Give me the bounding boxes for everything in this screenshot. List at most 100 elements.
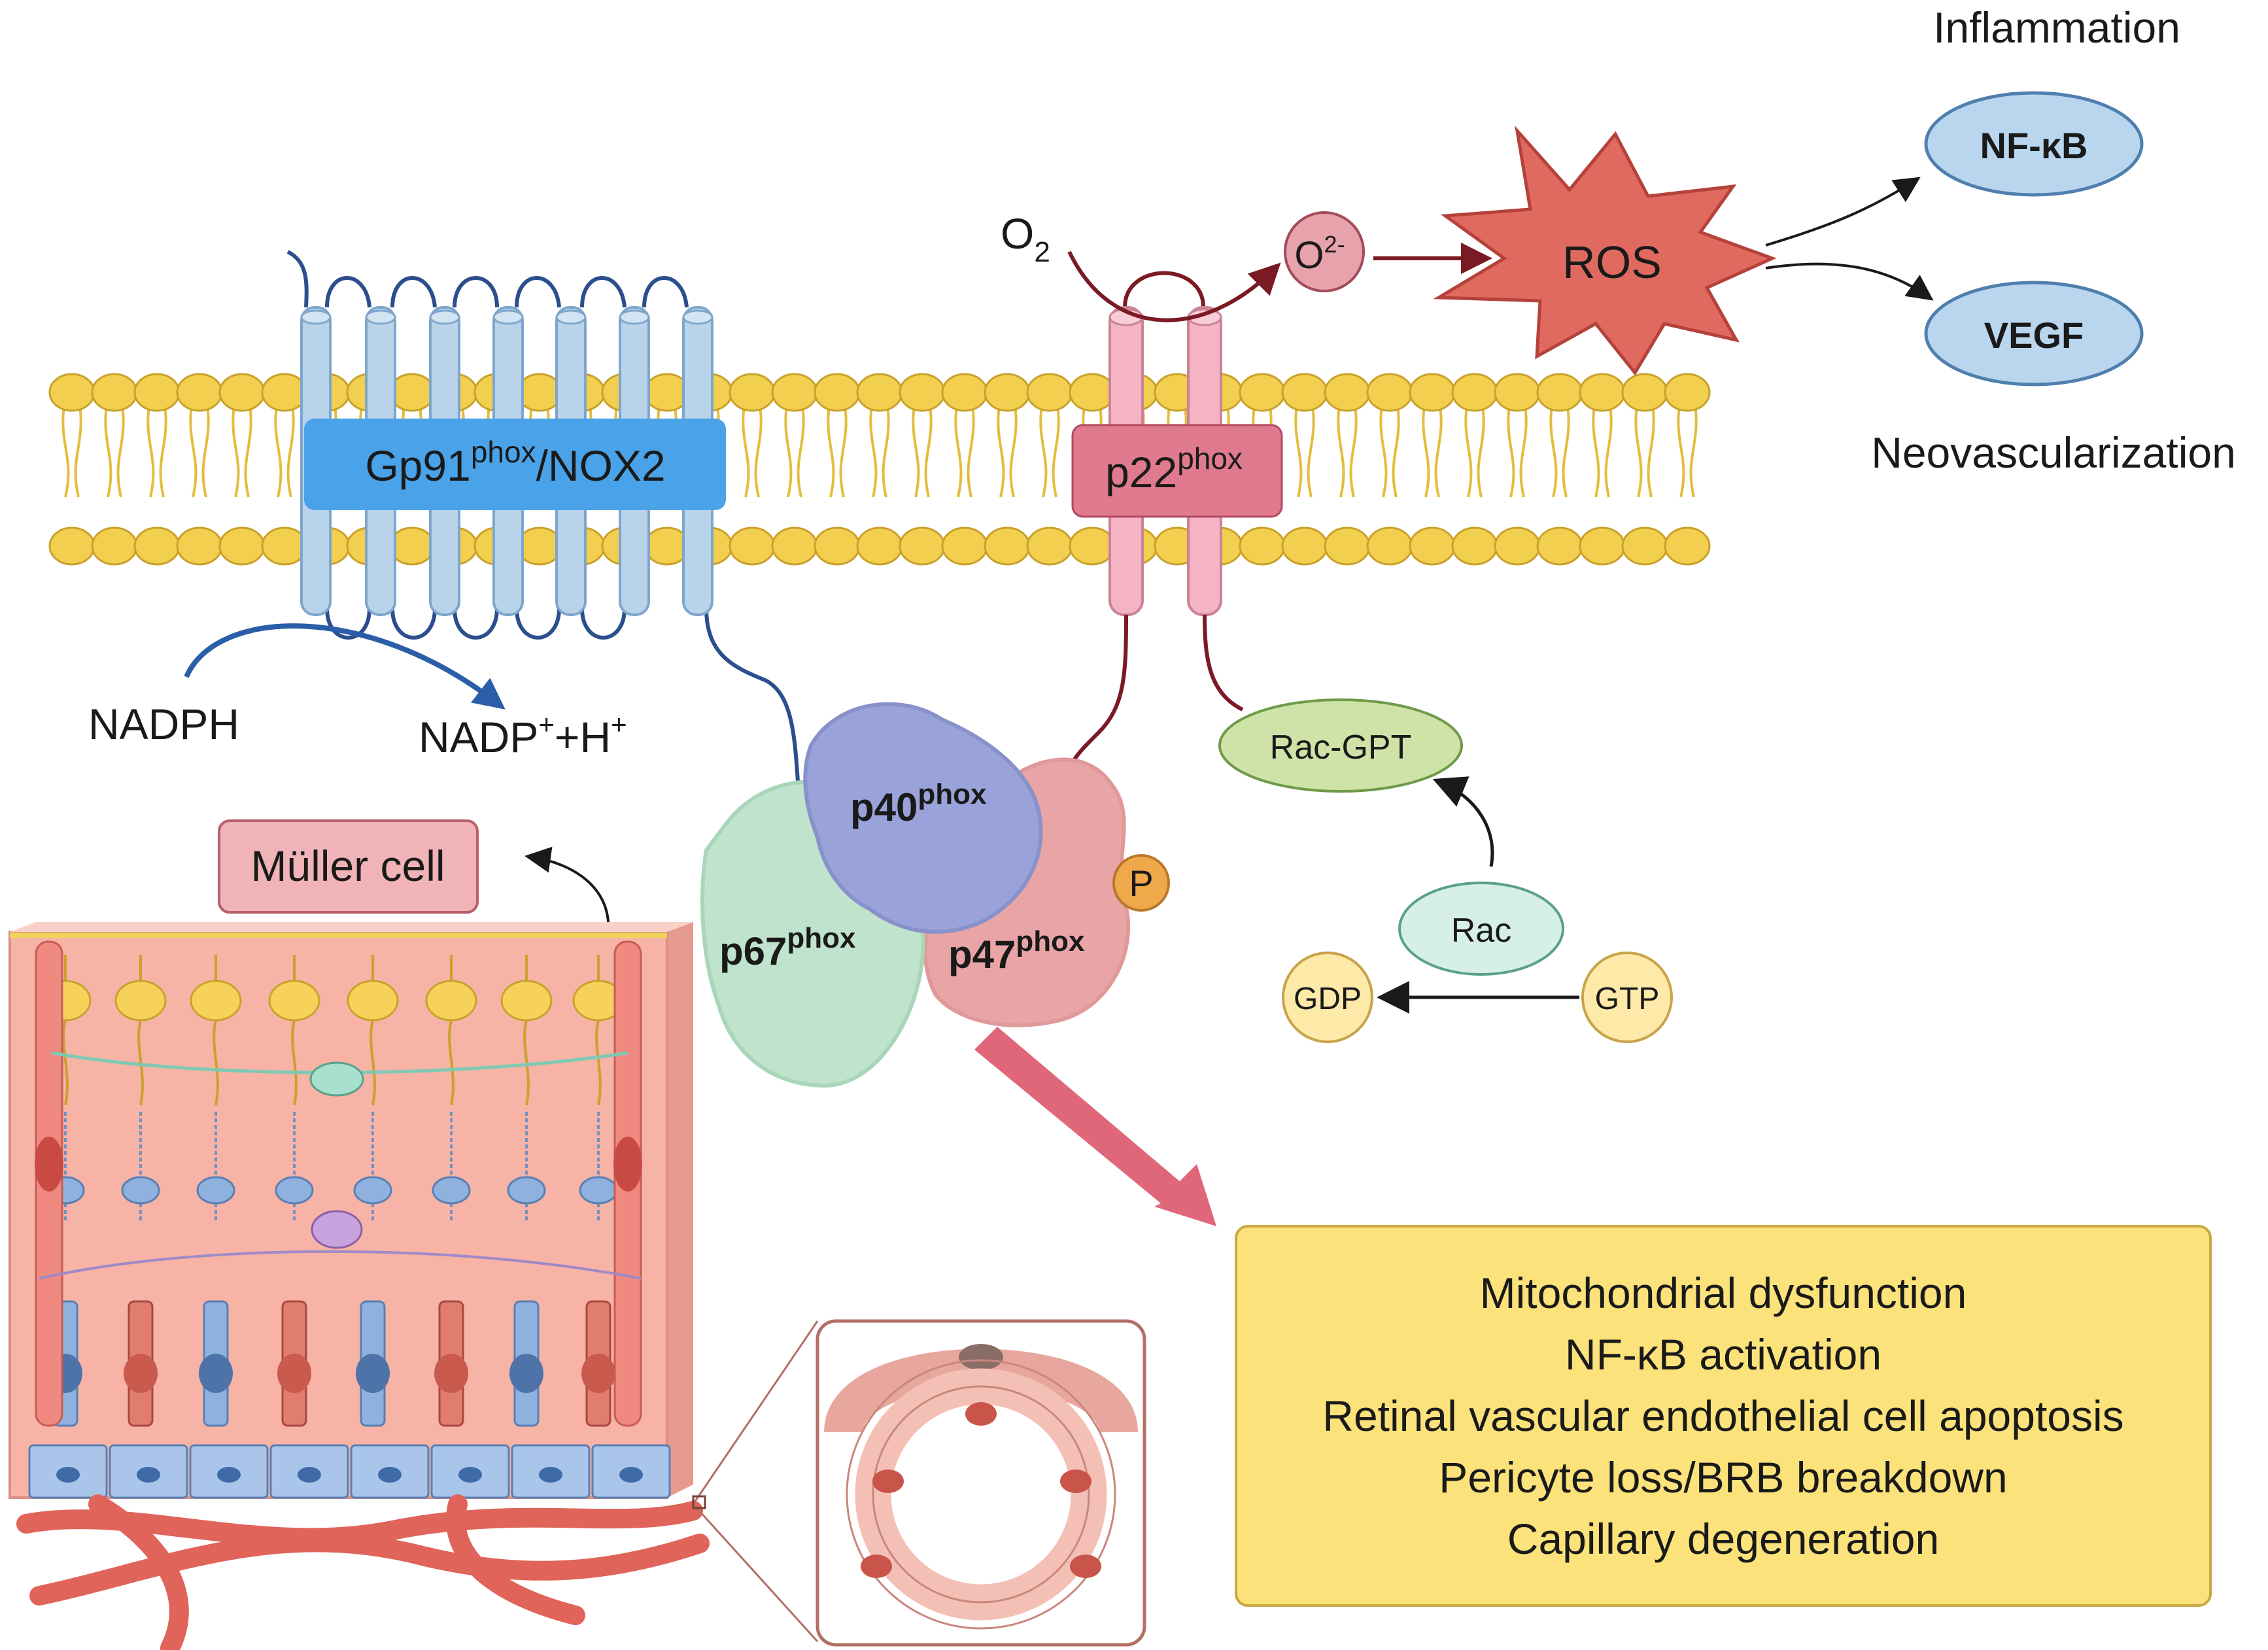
ganglion-cell [347,980,399,1022]
lipid-head [1536,526,1583,566]
outcome-item: Retinal vascular endothelial cell apopto… [1322,1392,2124,1440]
lipid-head [771,526,818,566]
ros-to-nfkb-arrow [1765,177,1921,247]
endothelial-nucleus [965,1402,997,1426]
lipid-head [814,526,861,566]
choroid-vessel [88,1494,189,1650]
lipid-head [48,373,95,412]
outcome-item: Capillary degeneration [1507,1515,1940,1563]
outcome-item: Mitochondrial dysfunction [1479,1269,1967,1317]
choroid-vessel [445,1494,585,1625]
lipid-head [899,526,946,566]
lipid-head [388,373,436,412]
ros-label: ROS [1562,237,1662,288]
lipid-head [1579,526,1626,566]
nadp-label: NADP++H+ [419,709,627,761]
lipid-head [814,373,861,412]
lipid-head [856,373,903,412]
lipid-head [516,526,563,566]
bipolar-cell [275,1176,314,1205]
endothelial-nucleus [1060,1470,1091,1493]
muller-label-box [218,819,479,914]
vegf-node [1924,281,2144,387]
ganglion-cell [190,980,242,1022]
horizontal-cell [311,1210,363,1249]
outcome-box [1235,1225,2212,1607]
p22-label: p22phox [1105,441,1243,496]
lipid-head [1366,373,1413,412]
endothelial-nucleus [861,1555,892,1578]
gp91-label: Gp91phox/NOX2 [365,435,665,490]
bipolar-cell [121,1176,160,1205]
lipid-head [1579,373,1626,412]
lipid-head [899,373,946,412]
o2-label: O2 [1001,209,1050,268]
lipid-head [133,373,180,412]
lipid-head [1451,373,1498,412]
bipolar-cell [432,1176,471,1205]
muller-label: Müller cell [250,842,445,890]
lipid-head [48,526,95,566]
o2-to-superoxide-arrow [1067,250,1281,322]
lipid-head [1026,373,1073,412]
lipid-head [1664,526,1711,566]
bipolar-cell [507,1176,546,1205]
superoxide-node [1284,211,1365,292]
ganglion-cell [500,980,553,1022]
lipid-head [1069,373,1116,412]
lipid-head [941,373,988,412]
bipolar-cell [579,1176,618,1205]
bipolar-cell [353,1176,392,1205]
lipid-head [856,526,903,566]
lipid-head [1281,373,1328,412]
rac-gpt-node [1218,698,1463,793]
lipid-head [133,526,180,566]
lipid-head [1069,526,1116,566]
lipid-head [1536,373,1583,412]
outcome-item: NF-κB activation [1564,1330,1882,1379]
gtp-node [1581,952,1673,1043]
endothelial-nucleus [1070,1555,1101,1578]
p40-subunit [803,702,1043,934]
ganglion-cell [114,980,167,1022]
lipid-head [1366,526,1413,566]
nfkb-label: NF-κB [1980,125,2088,166]
capillary-cross-section [692,1319,1146,1647]
lipid-head [1324,373,1371,412]
nadph-conversion-arrow [184,623,506,710]
p47-label: p47phox [948,925,1085,976]
big-down-arrow [974,1027,1216,1226]
nadph-label: NADPH [88,700,239,748]
lipid-head [261,526,308,566]
cell-membrane [48,373,1711,566]
lipid-head [218,526,266,566]
gdp-node [1282,952,1373,1043]
ros-star [1433,125,1777,376]
lipid-head [218,373,266,412]
retina-illustration [9,922,710,1650]
outcome-list: Mitochondrial dysfunction NF-κB activati… [1236,1226,2210,1606]
lipid-head [941,526,988,566]
lipid-head [1409,373,1456,412]
inflammation-label: Inflammation [1933,3,2180,52]
p22-protein: p22phox [1069,271,1283,776]
lipid-head [1621,373,1668,412]
neovascularization-label: Neovascularization [1871,428,2236,477]
gdp-label: GDP [1294,982,1362,1016]
rac-node [1398,882,1564,976]
amacrine-cell [309,1061,364,1097]
bipolar-cell [196,1176,235,1205]
phosphate-node [1112,854,1170,912]
lipid-head [91,526,138,566]
lipid-head [729,373,776,412]
vegf-label: VEGF [1984,315,2084,356]
lipid-head [1494,373,1541,412]
lipid-head [984,526,1031,566]
lipid-head [984,373,1031,412]
endothelial-nucleus [872,1470,904,1493]
lipid-head [516,373,563,412]
lipid-head [1494,526,1541,566]
phosphate-label: P [1129,863,1153,904]
lipid-head [176,373,223,412]
